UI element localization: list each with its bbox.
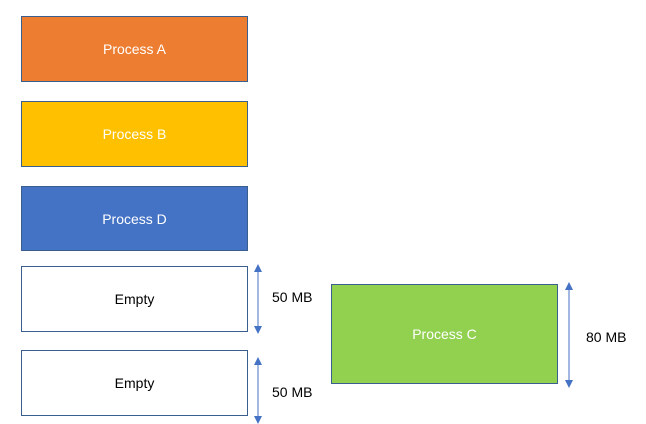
process-d-label: Process D [102,210,167,227]
process-a-label: Process A [102,41,167,57]
process-b-block: Process B [21,101,248,167]
process-a-block: Process A [21,16,248,82]
empty-block-2: Empty [21,350,248,416]
empty-block-2-label: Empty [114,375,155,391]
process-b-label: Process B [102,126,167,142]
empty-block-2-size-label: 50 MB [272,384,313,400]
process-c-block: Process C [331,284,558,384]
process-c-size-label: 80 MB [586,329,627,345]
empty-block-1-label: Empty [114,291,155,307]
empty-block-1-size-label: 50 MB [272,289,313,305]
process-d-block: Process D [21,186,248,251]
empty-block-1: Empty [21,266,248,332]
process-c-label: Process C [412,326,477,342]
